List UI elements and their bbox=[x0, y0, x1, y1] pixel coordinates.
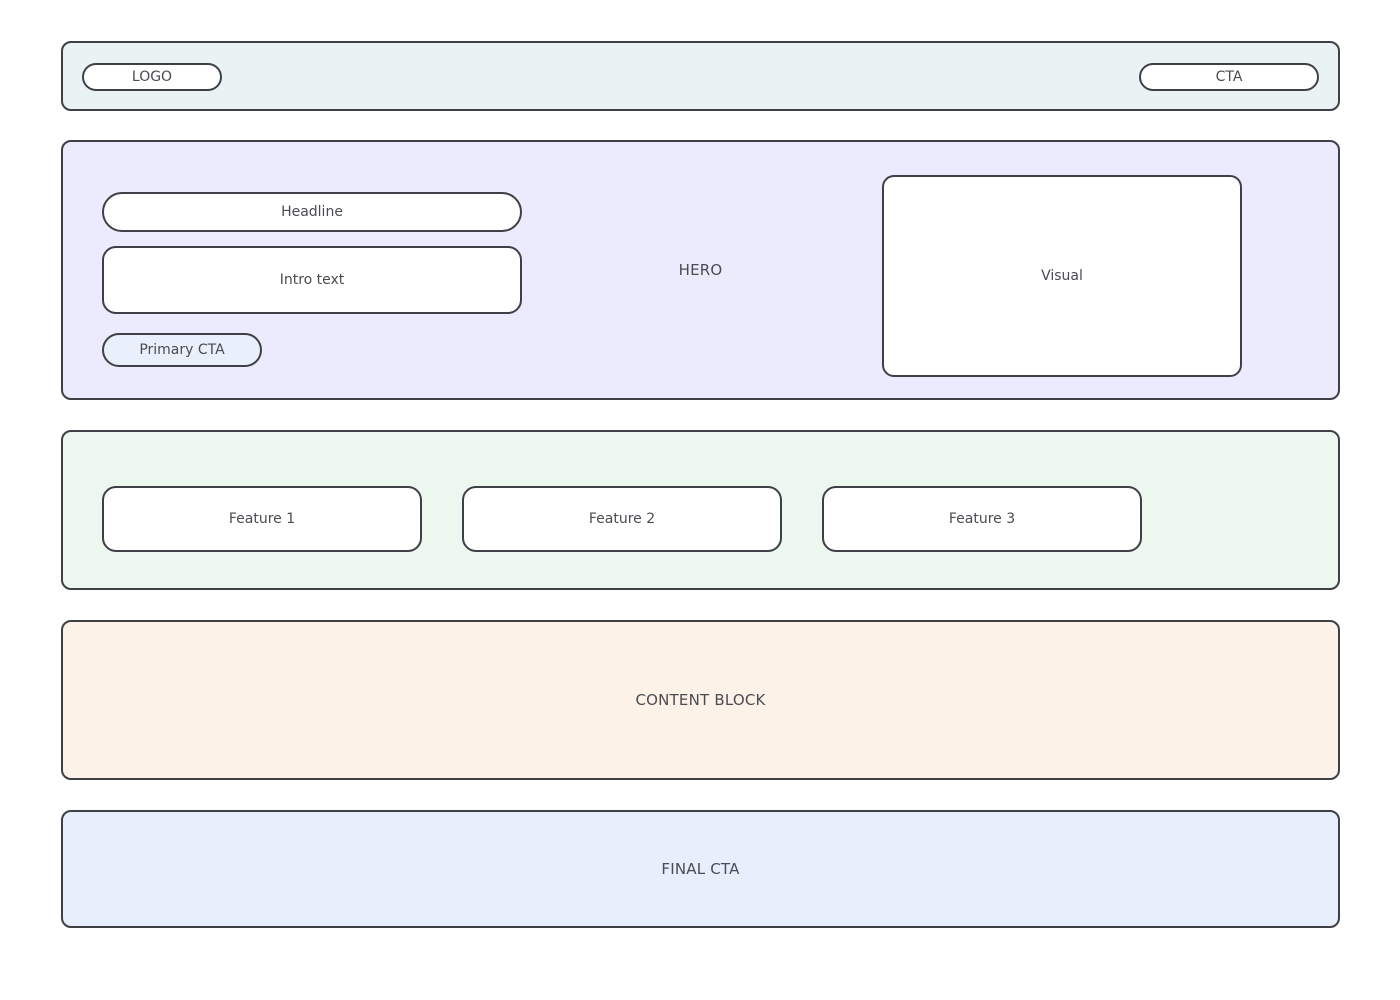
hero-visual-placeholder[interactable]: Visual bbox=[882, 175, 1242, 377]
logo-label: LOGO bbox=[131, 69, 173, 85]
logo-placeholder[interactable]: LOGO bbox=[82, 63, 222, 91]
content-block-section: CONTENT BLOCK bbox=[61, 620, 1340, 780]
hero-primary-cta-label: Primary CTA bbox=[139, 342, 225, 358]
feature-card[interactable]: Feature 2 bbox=[462, 486, 782, 552]
hero-intro-placeholder[interactable]: Intro text bbox=[102, 246, 522, 314]
content-block-label: CONTENT BLOCK bbox=[635, 691, 766, 709]
hero-headline-placeholder[interactable]: Headline bbox=[102, 192, 522, 232]
features-section: Feature 1 Feature 2 Feature 3 bbox=[61, 430, 1340, 590]
final-cta-section[interactable]: FINAL CTA bbox=[61, 810, 1340, 928]
feature-card[interactable]: Feature 1 bbox=[102, 486, 422, 552]
feature-card-label: Feature 3 bbox=[948, 511, 1016, 527]
feature-card-label: Feature 1 bbox=[228, 511, 296, 527]
header-cta-label: CTA bbox=[1215, 69, 1243, 85]
hero-intro-label: Intro text bbox=[279, 272, 345, 288]
hero-headline-label: Headline bbox=[281, 204, 343, 220]
hero-primary-cta-button[interactable]: Primary CTA bbox=[102, 333, 262, 367]
hero-visual-label: Visual bbox=[1041, 268, 1083, 284]
final-cta-label: FINAL CTA bbox=[661, 860, 740, 878]
feature-card-label: Feature 2 bbox=[588, 511, 656, 527]
header-cta-button[interactable]: CTA bbox=[1139, 63, 1319, 91]
feature-card[interactable]: Feature 3 bbox=[822, 486, 1142, 552]
hero-section: HERO Headline Intro text Primary CTA Vis… bbox=[61, 140, 1340, 400]
header-section: LOGO CTA bbox=[61, 41, 1340, 111]
